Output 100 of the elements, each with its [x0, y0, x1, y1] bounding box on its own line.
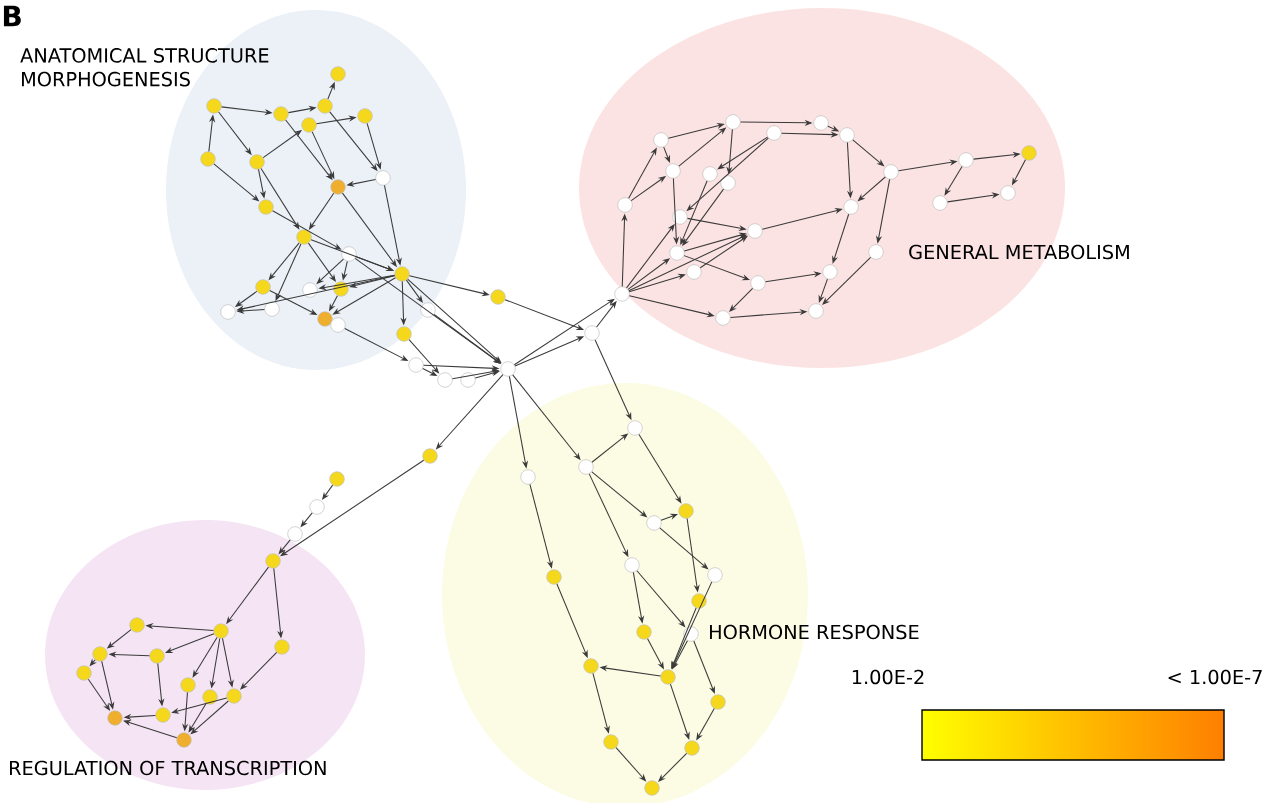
scale-label: 1.00E-2: [852, 669, 924, 685]
term-circle: [843, 199, 859, 215]
term-circle: [691, 593, 707, 609]
term-circle: [627, 420, 643, 436]
arrow: [123, 720, 178, 739]
term-circle: [330, 66, 346, 82]
term-circle: [92, 646, 108, 662]
term-circle: [684, 740, 700, 756]
term-circle: [603, 734, 619, 750]
term-circle: [129, 617, 145, 633]
term-circle: [686, 264, 702, 280]
term-circle: [155, 707, 171, 723]
arrow: [658, 752, 688, 782]
term-circle: [636, 624, 652, 640]
term-circle: [766, 125, 782, 141]
term-circle: [330, 317, 346, 333]
term-circle: [669, 245, 685, 261]
term-circle: [258, 199, 274, 215]
term-circle: [808, 303, 824, 319]
term-circle: [839, 127, 855, 143]
term-circle: [578, 459, 594, 475]
term-circle: [206, 98, 222, 114]
term-circle: [408, 357, 424, 373]
term-circle: [715, 310, 731, 326]
arrow: [628, 273, 686, 293]
term-circle: [302, 282, 318, 298]
term-circle: [375, 170, 391, 186]
term-circle: [296, 229, 312, 245]
term-circle: [665, 163, 681, 179]
term-circle: [309, 499, 325, 515]
term-circle: [329, 471, 345, 487]
arrow: [260, 167, 300, 230]
cluster-label: HORMONE RESPONSE: [710, 624, 919, 640]
term-circle: [273, 106, 289, 122]
term-circle: [176, 732, 192, 748]
term-circle: [149, 648, 165, 664]
arrow: [513, 298, 615, 366]
term-circle: [868, 244, 884, 260]
arrow: [717, 136, 769, 170]
term-circle: [264, 301, 280, 317]
term-circle: [287, 526, 303, 542]
term-circle: [707, 567, 723, 583]
term-circle: [883, 164, 899, 180]
term-circle: [76, 665, 92, 681]
panel-letter: B: [3, 5, 21, 27]
term-circle: [500, 361, 516, 377]
term-circle: [583, 658, 599, 674]
term-circle: [265, 553, 281, 569]
term-circle: [584, 325, 600, 341]
term-circle: [107, 710, 123, 726]
term-circle: [420, 302, 436, 318]
term-circle: [394, 266, 410, 282]
term-circle: [747, 223, 763, 239]
term-circle: [653, 132, 669, 148]
term-circle: [932, 195, 948, 211]
arrow: [818, 278, 828, 303]
term-circle: [725, 114, 741, 130]
term-circle: [617, 197, 633, 213]
term-circle: [644, 780, 660, 796]
term-circle: [710, 694, 726, 710]
term-circle: [672, 209, 688, 225]
term-circle: [255, 279, 271, 295]
term-circle: [822, 264, 838, 280]
term-circle: [1021, 145, 1037, 161]
cluster-label: ANATOMICAL STRUCTURE MORPHOGENESIS: [20, 48, 269, 87]
term-circle: [341, 246, 357, 262]
term-circle: [330, 179, 346, 195]
term-circle: [317, 98, 333, 114]
term-circle: [1000, 185, 1016, 201]
term-circle: [520, 469, 536, 485]
term-circle: [720, 175, 736, 191]
term-circle: [213, 623, 229, 639]
scale-label: < 1.00E-7: [1168, 669, 1262, 685]
term-circle: [301, 117, 317, 133]
term-circle: [660, 669, 676, 685]
term-circle: [274, 639, 290, 655]
term-circle: [180, 677, 196, 693]
arrow: [832, 213, 850, 264]
term-circle: [490, 289, 506, 305]
term-circle: [317, 311, 333, 327]
term-circle: [958, 152, 974, 168]
term-circle: [249, 154, 265, 170]
term-circle: [546, 569, 562, 585]
arrow: [192, 636, 218, 678]
cluster-label: REGULATION OF TRANSCRIPTION: [10, 760, 326, 776]
arrow: [638, 433, 682, 504]
term-circle: [437, 372, 453, 388]
term-circle: [333, 281, 349, 297]
term-circle: [683, 626, 699, 642]
term-circle: [750, 275, 766, 291]
term-circle: [813, 115, 829, 131]
arrow: [669, 683, 690, 740]
term-circle: [678, 503, 694, 519]
term-circle: [646, 515, 662, 531]
arrow: [729, 287, 754, 312]
term-circle: [422, 448, 438, 464]
term-circle: [614, 286, 630, 302]
term-circle: [702, 166, 718, 182]
term-circle: [226, 688, 242, 704]
cluster-label: GENERAL METABOLISM: [909, 244, 1129, 260]
